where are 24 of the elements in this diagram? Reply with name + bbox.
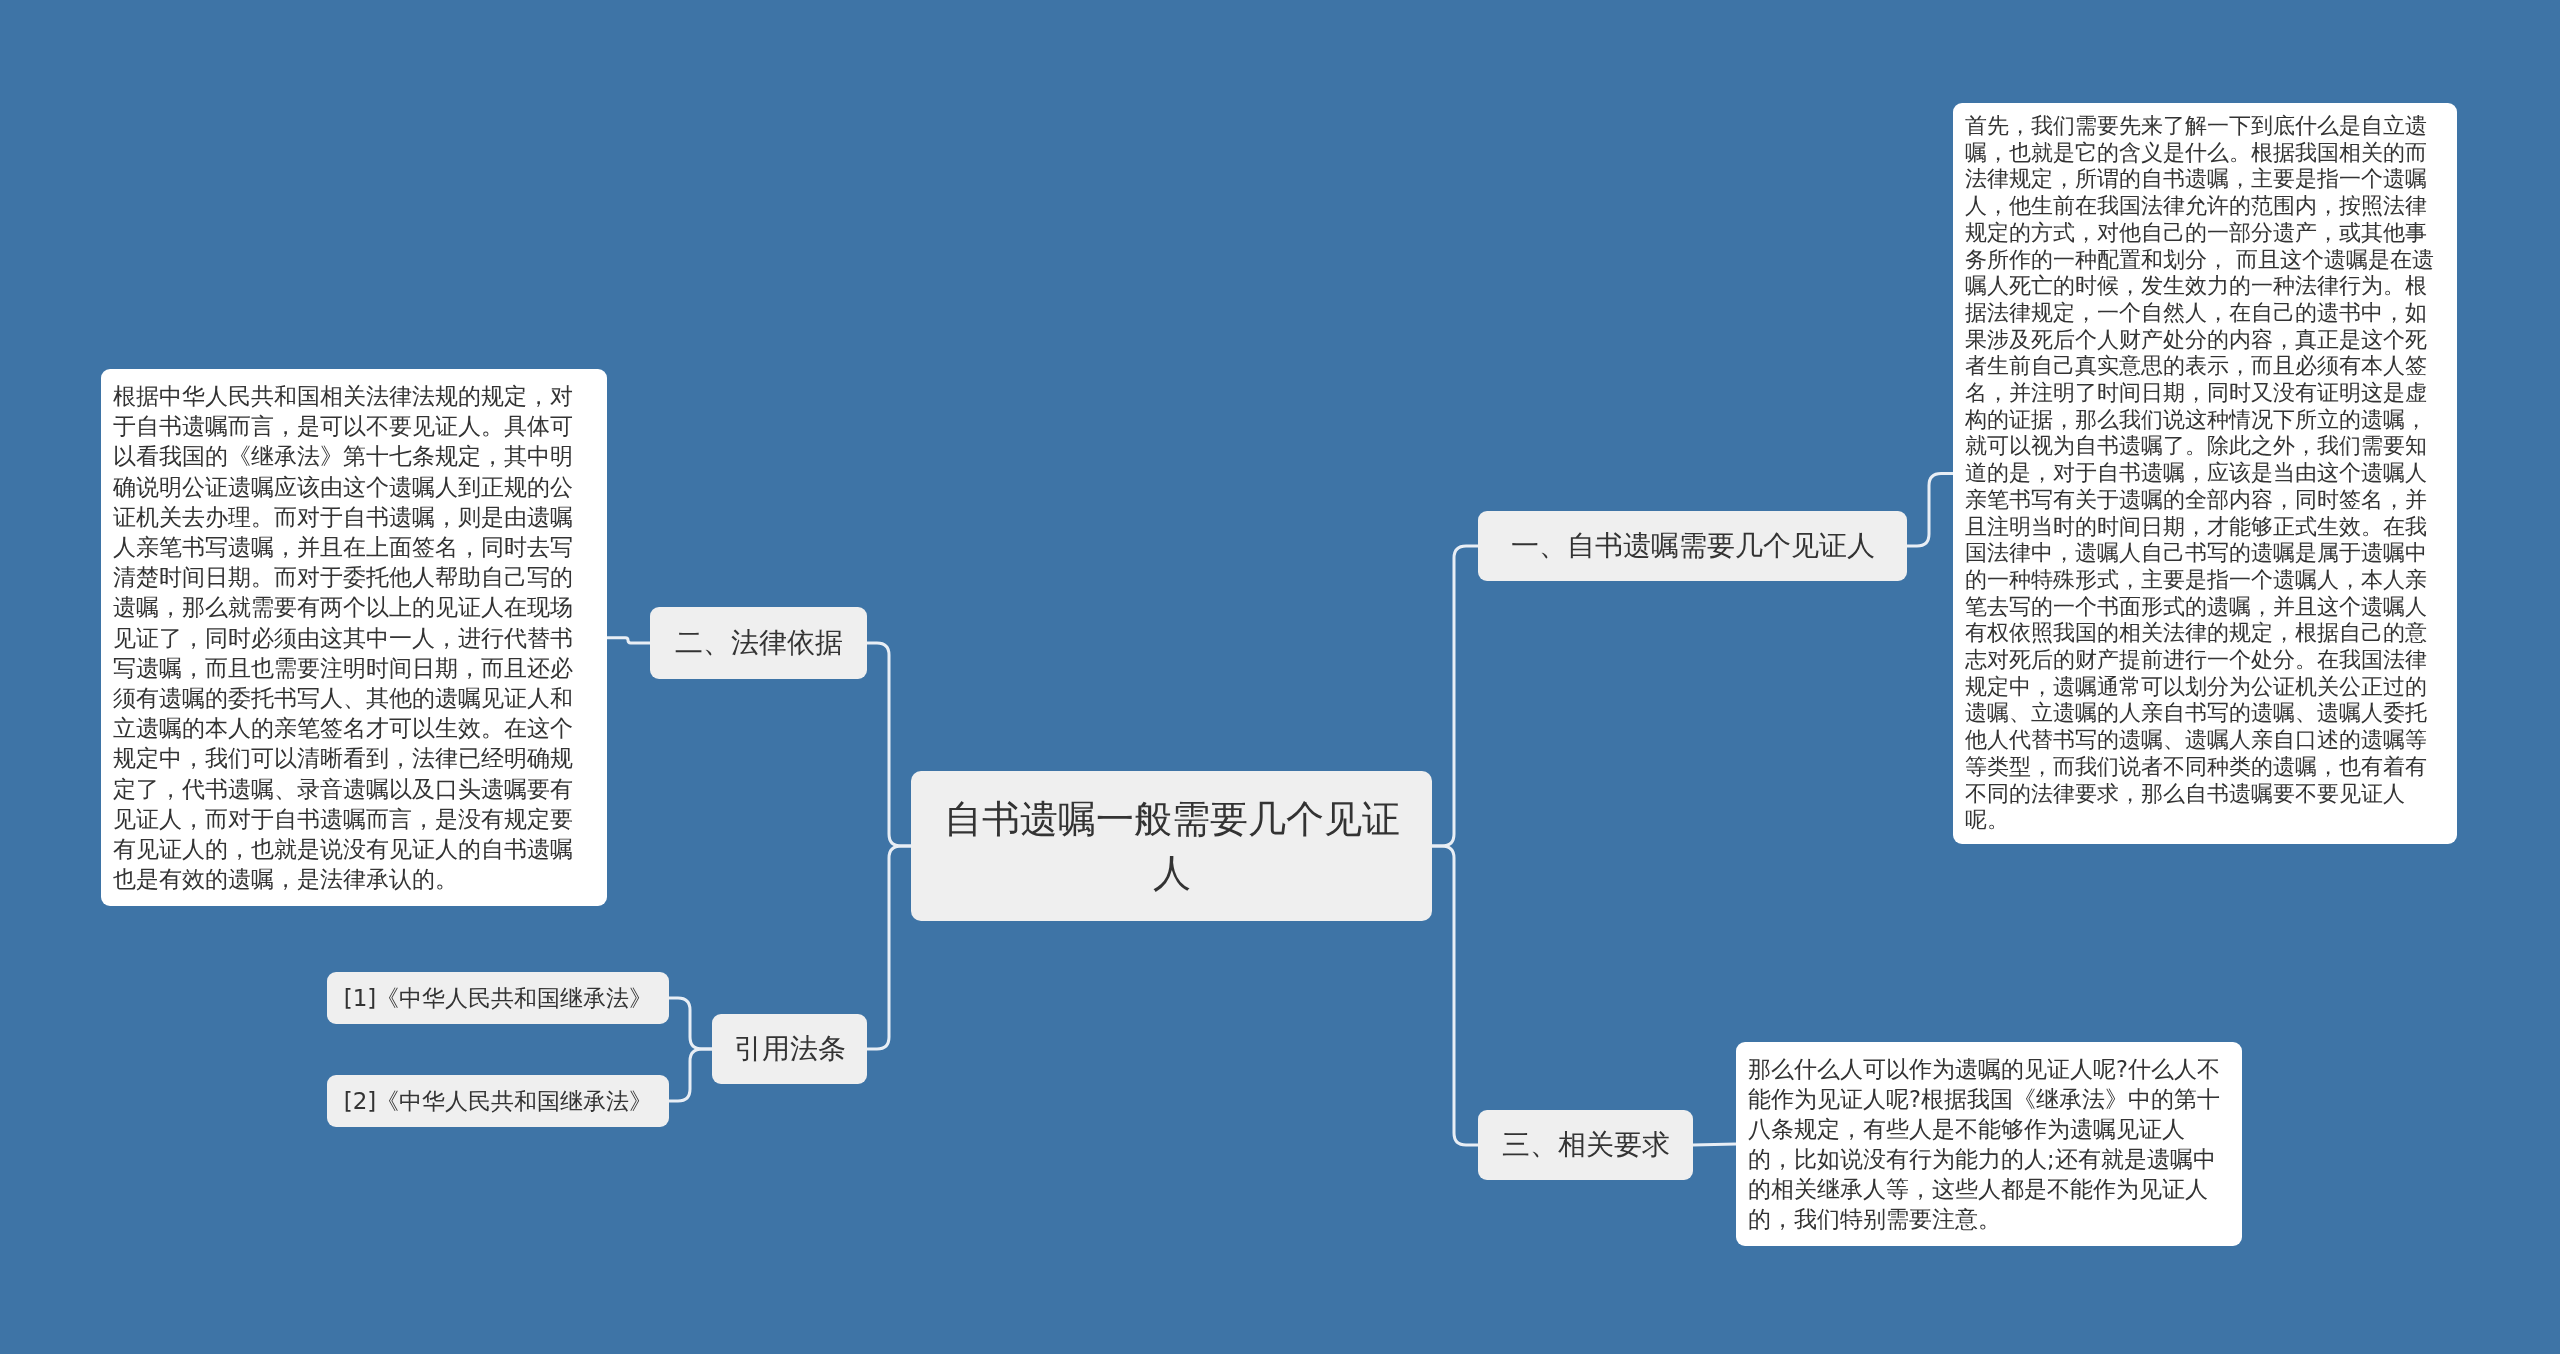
topic-box bbox=[1478, 1110, 1693, 1180]
connector-line bbox=[1432, 844, 1478, 1147]
connector-line bbox=[867, 844, 911, 1051]
node-text: 一、自书遗嘱需要几个见证人 bbox=[1510, 528, 1875, 564]
node-text: 三、相关要求 bbox=[1501, 1127, 1670, 1163]
node-text: 首先，我们需要先来了解一下到底什么是自立遗嘱，也就是它的含义是什么。根据我国相关的而法律规定，所谓的自书遗嘱，主要是指一个遗嘱人，他生前在我国法律允许的范围内，按照法律规定的方式，对他自己的一部分遗产，或其他事务所作的一种配置和划分， 而且这个遗嘱是在遗嘱人死亡的时候，发生效力的一种法律行为。根据法律规定，一个自然人，在自己的遗书中，如果涉及死后个人财产处分的内容，真正是这个死者生前自己真实意思的表示，而且必须有本人签名，并注明了时间日期，同时又没有证明这是虚构的证据，那么我们说这种情况下所立的遗嘱，就可以视为自书遗嘱了。除此之外，我们需要知道的是，对于自书遗嘱，应该是当由这个遗嘱人亲笔书写有关于遗嘱的全部内容，同时签名，并且注明当时的时间日期，才能够正式生效。在我国法律中，遗嘱人自己书写的遗嘱是属于遗嘱中的一种特殊形式，主要是指一个遗嘱人，本人亲笔去写的一个书面形式的遗嘱，并且这个遗嘱人有权依照我国的相关法律的规定，根据自己的意志对死后的财产提前进行一个处分。在我国法律规定中，遗嘱通常可以划分为公证机关公正过的遗嘱、立遗嘱的人亲自书写的遗嘱、遗嘱人委托他人代替书写的遗嘱、遗嘱人亲自口述的遗嘱等等类型，而我们说者不同种类的遗嘱，也有着有不同的法律要求，那么自书遗嘱要不要见证人呢。 bbox=[1965, 113, 2434, 833]
topic-box bbox=[327, 1075, 669, 1127]
node-text: [2]《中华人民共和国继承法》 bbox=[343, 1086, 653, 1116]
connector-line bbox=[607, 636, 650, 645]
note-card bbox=[1736, 1042, 2242, 1246]
connector-line bbox=[1692, 1142, 1737, 1147]
central-topic-box bbox=[911, 771, 1432, 921]
connector-line bbox=[1907, 472, 1953, 548]
node-text: 二、法律依据 bbox=[674, 625, 843, 661]
topic-box bbox=[650, 607, 867, 679]
topic-box bbox=[1478, 511, 1907, 581]
topic-box bbox=[712, 1014, 867, 1084]
node-text: 那么什么人可以作为遗嘱的见证人呢?什么人不能作为见证人呢?根据我国《继承法》中的第十八条规定，有些人是不能够作为遗嘱见证人的，比如说没有行为能力的人;还有就是遗嘱中的相关继承人等，这些人都是不能作为见证人的，我们特别需要注意。 bbox=[1748, 1056, 2220, 1232]
node-text: 根据中华人民共和国相关法律法规的规定，对于自书遗嘱而言，是可以不要见证人。具体可以看我国的《继承法》第十七条规定，其中明确说明公证遗嘱应该由这个遗嘱人到正规的公证机关去办理。而对于自书遗嘱，则是由遗嘱人亲笔书写遗嘱，并且在上面签名，同时去写清楚时间日期。而对于委托他人帮助自己写的遗嘱，那么就需要有两个以上的见证人在现场见证了，同时必须由这其中一人，进行代替书写遗嘱，而且也需要注明时间日期，而且还必须有遗嘱的委托书写人、其他的遗嘱见证人和立遗嘱的本人的亲笔签名才可以生效。在这个规定中，我们可以清晰看到，法律已经明确规定了，代书遗嘱、录音遗嘱以及口头遗嘱要有见证人，而对于自书遗嘱而言，是没有规定要有见证人的，也就是说没有见证人的自书遗嘱也是有效的遗嘱，是法律承认的。 bbox=[113, 383, 573, 893]
topic-box bbox=[327, 972, 669, 1024]
node-text: [1]《中华人民共和国继承法》 bbox=[343, 983, 653, 1013]
connector-line bbox=[669, 1047, 712, 1103]
node-text: 自书遗嘱一般需要几个见证人 bbox=[942, 796, 1401, 897]
node-text: 引用法条 bbox=[733, 1031, 846, 1067]
